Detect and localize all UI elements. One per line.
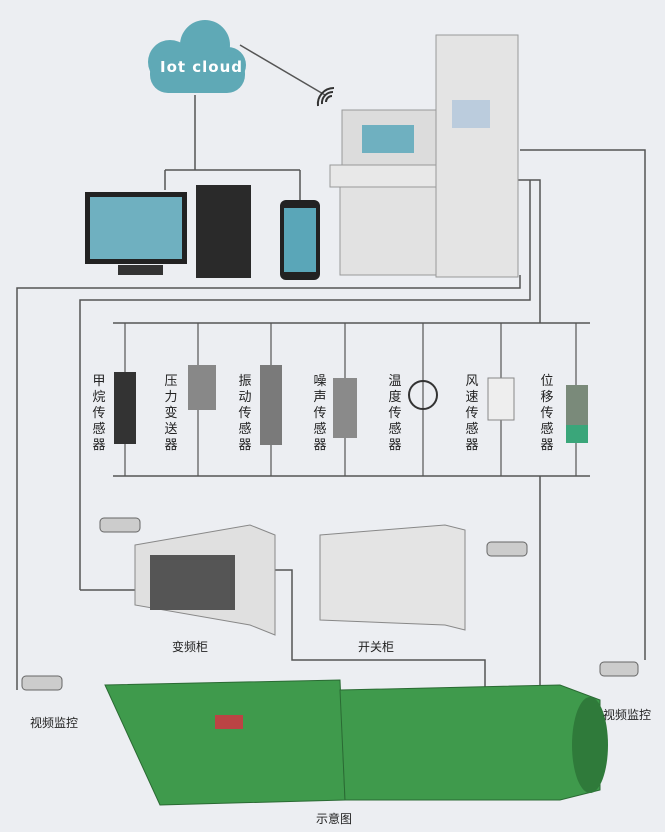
pressure-transmitter-icon <box>188 365 216 410</box>
cloud-icon <box>148 20 246 93</box>
phone-icon <box>280 200 320 280</box>
sensor-label-noise: 噪声传感器 <box>313 374 327 453</box>
sensor-label-pressure: 压力变送器 <box>164 374 178 453</box>
sensor-label-methane: 甲烷传感器 <box>92 374 106 453</box>
vibration-sensor-icon <box>260 365 282 445</box>
cloud-label: Iot cloud <box>160 58 244 76</box>
wifi-icon <box>316 86 335 107</box>
switch-cabinet-label: 开关柜 <box>358 640 395 654</box>
desktop-computer-icon <box>85 185 251 278</box>
sensor-label-vibration: 振动传感器 <box>238 374 252 453</box>
camera-left-label: 视频监控 <box>30 716 79 730</box>
vfd-cabinet-label: 变频柜 <box>172 640 209 654</box>
wind-speed-sensor-icon <box>487 377 515 421</box>
sensor-label-displacement: 位移传感器 <box>540 374 554 453</box>
sensor-icons <box>114 365 588 445</box>
sensor-label-wind-speed: 风速传感器 <box>465 374 479 453</box>
noise-sensor-icon <box>333 378 357 438</box>
fan-icon <box>104 679 608 806</box>
sensor-label-temperature: 温度传感器 <box>388 374 402 453</box>
switch-cabinet-icon <box>319 524 466 631</box>
connection-lines <box>16 44 646 700</box>
temperature-sensor-icon <box>408 380 438 410</box>
fan-label: 示意图 <box>316 812 353 826</box>
camera-right-label: 视频监控 <box>603 708 652 722</box>
control-console-icon <box>329 34 519 278</box>
methane-sensor-icon <box>114 372 136 444</box>
vfd-cabinet-icon <box>134 524 276 636</box>
camera-icons <box>21 517 639 691</box>
